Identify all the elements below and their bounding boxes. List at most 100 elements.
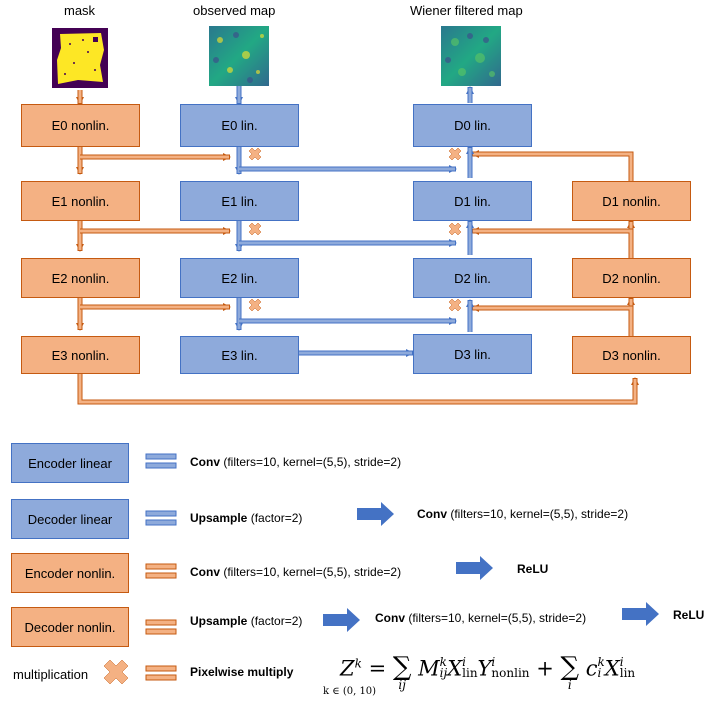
eq-x-sup: i: [462, 655, 466, 669]
legend-encoder-linear-box: Encoder linear: [11, 443, 129, 483]
op-params: (factor=2): [247, 511, 303, 525]
e3-lin-block: E3 lin.: [180, 336, 299, 374]
op-name: ReLU: [517, 562, 549, 576]
eq-c: c: [585, 656, 598, 681]
op-params: (filters=10, kernel=(5,5), stride=2): [447, 507, 629, 521]
multiply-icon: [448, 222, 462, 236]
d3-nonlin-block: D3 nonlin.: [572, 336, 691, 374]
legend-orange-double-line-2: [145, 619, 177, 635]
eq-lhs: Z: [340, 656, 355, 681]
linear-connections: [235, 86, 474, 357]
e3-nonlin-block: E3 nonlin.: [21, 336, 140, 374]
eq-plus: +: [536, 656, 554, 681]
eq-x: X: [447, 656, 463, 681]
e3-to-d3-nonlin-arrow: [77, 374, 639, 405]
legend-decoder-nonlin-op2: Conv (filters=10, kernel=(5,5), stride=2…: [375, 611, 586, 625]
nonlinear-connections: [76, 90, 639, 405]
legend-encoder-nonlin-box: Encoder nonlin.: [11, 553, 129, 593]
legend-graphics: [103, 453, 659, 685]
multiply-icon: [248, 222, 262, 236]
legend-orange-double-line-1: [145, 563, 177, 579]
mask-title: mask: [64, 3, 96, 18]
e0-lin-block: E0 lin.: [180, 104, 299, 147]
eq-y-sub: nonlin: [491, 666, 530, 680]
e1-nonlin-block: E1 nonlin.: [21, 181, 140, 221]
eq-x2-sub: lin: [619, 666, 636, 680]
d1-lin-block: D1 lin.: [413, 181, 532, 221]
op-name: Upsample: [190, 614, 248, 628]
e0-nonlin-block: E0 nonlin.: [21, 104, 140, 147]
op-name: Conv: [190, 565, 220, 579]
legend-decoder-nonlin-box: Decoder nonlin.: [11, 607, 129, 647]
legend-encoder-linear-op: Conv (filters=10, kernel=(5,5), stride=2…: [190, 455, 401, 469]
eq-equals: =: [368, 656, 387, 681]
op-name: Upsample: [190, 511, 248, 525]
legend-blue-double-line-1: [145, 453, 177, 469]
e2-lin-block: E2 lin.: [180, 258, 299, 298]
legend-encoder-nonlin-op2: ReLU: [517, 562, 548, 576]
op-params: (filters=10, kernel=(5,5), stride=2): [220, 565, 402, 579]
eq-m: M: [418, 656, 440, 681]
eq-y-sup: i: [491, 655, 496, 669]
multiply-legend-icon: [103, 659, 129, 685]
sum-symbol: ∑: [392, 652, 412, 682]
eq-x2-sup: i: [619, 655, 624, 669]
legend-decoder-nonlin-op3: ReLU: [673, 608, 704, 622]
d1-nonlin-to-mult-arrow: [471, 150, 634, 181]
sum-index: ij: [398, 678, 406, 692]
eq-x2: X: [604, 656, 620, 681]
multiply-icon: [448, 147, 462, 161]
d2-nonlin-to-mult-arrow: [471, 227, 634, 258]
eq-m-sup: k: [439, 655, 447, 669]
op-params: (factor=2): [247, 614, 303, 628]
d3-lin-block: D3 lin.: [413, 334, 532, 374]
op-name: Conv: [375, 611, 405, 625]
d1-nonlin-block: D1 nonlin.: [572, 181, 691, 221]
legend-multiplication-label: multiplication: [13, 667, 89, 682]
legend-arrow-icon: [323, 608, 360, 632]
observed-map-title: observed map: [193, 3, 276, 18]
multiply-nodes: [248, 147, 462, 312]
legend-orange-double-line-3: [145, 665, 177, 681]
e2-nonlin-block: E2 nonlin.: [21, 258, 140, 298]
legend-decoder-nonlin-op1: Upsample (factor=2): [190, 614, 302, 628]
legend-decoder-linear-op2: Conv (filters=10, kernel=(5,5), stride=2…: [417, 507, 628, 521]
legend-multiplication-op: Pixelwise multiply: [190, 665, 293, 679]
sum-symbol: ∑: [560, 652, 580, 682]
d2-lin-block: D2 lin.: [413, 258, 532, 298]
legend-arrow-icon: [357, 502, 394, 526]
multiply-icon: [248, 298, 262, 312]
eq-lhs-sup: k: [354, 656, 362, 671]
equation-range: k ∈ (0, 10): [323, 686, 377, 697]
op-name: Conv: [417, 507, 447, 521]
eq-x-sub: lin: [462, 666, 478, 680]
multiply-icon: [448, 298, 462, 312]
eq-c-sup: k: [597, 655, 605, 669]
op-params: (filters=10, kernel=(5,5), stride=2): [405, 611, 587, 625]
op-name: Pixelwise multiply: [190, 665, 294, 679]
eq-sum-1: ∑ ij: [392, 652, 412, 692]
legend-arrow-icon: [622, 602, 659, 626]
op-params: (filters=10, kernel=(5,5), stride=2): [220, 455, 402, 469]
e1-lin-block: E1 lin.: [180, 181, 299, 221]
d0-lin-block: D0 lin.: [413, 104, 532, 147]
legend-decoder-linear-box: Decoder linear: [11, 499, 129, 539]
op-name: Conv: [190, 455, 220, 469]
sum-index: i: [567, 678, 572, 692]
legend-encoder-nonlin-op1: Conv (filters=10, kernel=(5,5), stride=2…: [190, 565, 401, 579]
eq-y: Y: [477, 656, 492, 681]
op-name: ReLU: [673, 608, 705, 622]
wiener-map-title: Wiener filtered map: [410, 3, 523, 18]
wiener-map-thumbnail: [441, 26, 501, 86]
observed-map-thumbnail: [209, 26, 269, 86]
d3-nonlin-to-mult-arrow: [471, 304, 634, 336]
eq-sum-2: ∑ i: [560, 652, 580, 692]
multiply-icon: [248, 147, 262, 161]
eq-c-sub: i: [597, 666, 602, 680]
eq-m-sub: ij: [439, 666, 448, 680]
d2-nonlin-block: D2 nonlin.: [572, 258, 691, 298]
legend-decoder-linear-op1: Upsample (factor=2): [190, 511, 302, 525]
mask-thumbnail: [52, 28, 108, 88]
